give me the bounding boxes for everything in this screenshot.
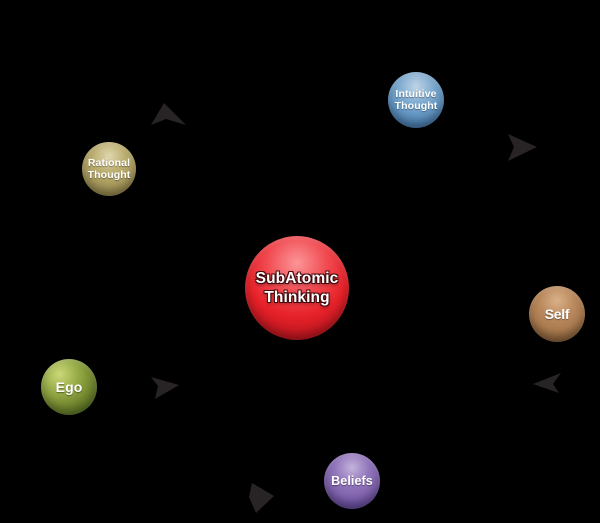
node-label-beliefs: Beliefs (331, 474, 373, 488)
node-intuitive-thought: Intuitive Thought (388, 72, 444, 128)
node-rational-thought: Rational Thought (82, 142, 136, 196)
node-label-ego: Ego (55, 378, 83, 395)
node-label-self: Self (544, 305, 570, 322)
node-beliefs: Beliefs (324, 453, 380, 509)
node-ego: Ego (41, 359, 97, 415)
orbit-arrowhead-right-bottom (533, 373, 561, 393)
node-subatomic-thinking: SubAtomic Thinking (245, 236, 349, 340)
orbit-arrowhead-left-bottom (151, 377, 179, 399)
node-self: Self (529, 286, 585, 342)
orbit-arrowhead-top-left (151, 103, 186, 125)
node-label-subatomic-thinking: SubAtomic Thinking (255, 270, 339, 306)
node-label-rational-thought: Rational Thought (87, 156, 131, 182)
orbit-arrowhead-top-right (508, 134, 537, 161)
node-label-intuitive-thought: Intuitive Thought (394, 87, 438, 113)
orbit-arrowhead-bottom (249, 483, 274, 513)
